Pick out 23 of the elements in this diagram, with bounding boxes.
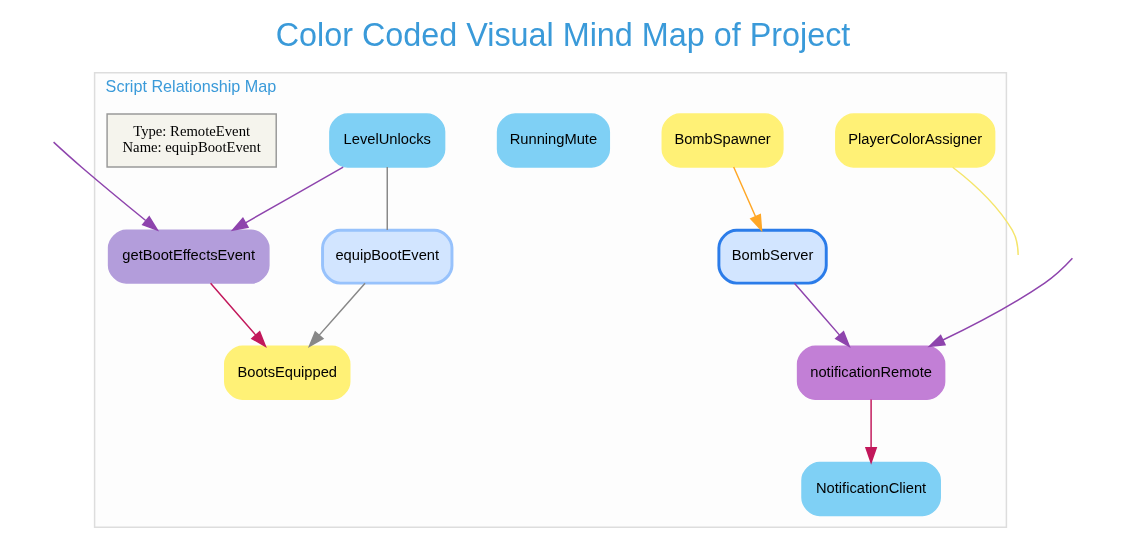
node-box: getBootEffectsEvent — [107, 229, 270, 284]
connector — [386, 166, 388, 231]
arrow — [793, 282, 851, 348]
arrow — [927, 257, 1074, 348]
node-box: BombServer — [717, 228, 828, 285]
node-box: PlayerColorAssigner — [835, 113, 996, 168]
label: Type: RemoteEvent — [133, 123, 251, 140]
connector — [951, 166, 1019, 256]
arrow — [307, 282, 366, 348]
arrow — [209, 282, 267, 348]
arrow — [52, 141, 160, 232]
arrow — [864, 398, 878, 465]
arrow — [230, 166, 344, 232]
node-box: equipBootEvent — [321, 228, 454, 285]
label: Name: equipBootEvent — [122, 139, 261, 156]
node-box: BootsEquipped — [224, 345, 351, 401]
node-box: NotificationClient — [801, 461, 941, 517]
node-box: BombSpawner — [661, 113, 784, 168]
diagram-title: Color Coded Visual Mind Map of Project — [275, 16, 851, 53]
arrow — [732, 166, 763, 233]
node-box: RunningMute — [496, 113, 611, 168]
node-box: LevelUnlocks — [329, 113, 446, 168]
node-box: notificationRemote — [796, 345, 946, 401]
